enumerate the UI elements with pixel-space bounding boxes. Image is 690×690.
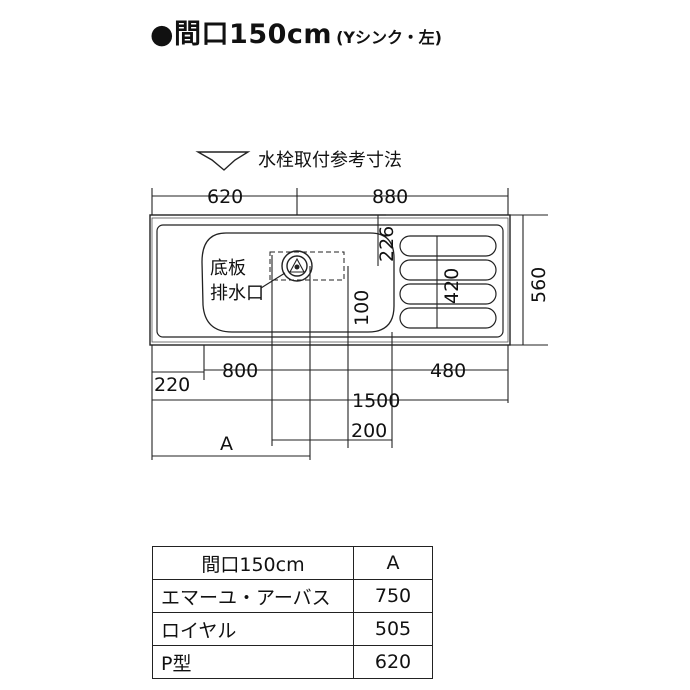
drain-label-line1: 底板	[210, 258, 246, 279]
table-header-a: A	[353, 546, 433, 580]
title-sub: (Yシンク・左)	[336, 28, 442, 47]
row-value: 750	[353, 579, 433, 613]
down-arrow-icon	[195, 151, 251, 171]
row-name: P型	[152, 645, 354, 679]
drain-label-line2: 排水口	[210, 283, 264, 304]
title-main: ●間口150cm	[150, 19, 333, 50]
dim-a-row: A	[152, 433, 310, 457]
row-value: 505	[353, 612, 433, 646]
dim-480: 480	[430, 360, 466, 382]
table-row: P型 620	[152, 645, 433, 679]
dim-200: 200	[351, 420, 387, 442]
spec-table: 間口150cm A エマーユ・アーバス 750 ロイヤル 505 P型 620	[152, 546, 433, 679]
faucet-reference-note: 水栓取付参考寸法	[195, 150, 402, 171]
dim-620: 620	[207, 186, 243, 208]
row-name: ロイヤル	[152, 612, 354, 646]
table-header-width: 間口150cm	[152, 546, 354, 580]
dim-420-group: 420	[436, 236, 463, 328]
dim-220: 220	[154, 374, 190, 396]
dim-200-row: 200	[272, 420, 392, 442]
table-row: ロイヤル 505	[152, 612, 433, 646]
table-header-row: 間口150cm A	[152, 546, 433, 580]
dim-226: 226	[376, 226, 398, 262]
sink-body: 底板 排水口	[149, 214, 511, 346]
page-title: ●間口150cm(Yシンク・左)	[150, 12, 442, 51]
dim-a: A	[220, 433, 233, 455]
dim-880: 880	[372, 186, 408, 208]
top-dimension: 620 880	[151, 186, 509, 248]
dim-226-group: 226	[370, 214, 398, 266]
dim-100-group: 100	[347, 266, 373, 448]
dim-800: 800	[222, 360, 258, 382]
faucet-mount-area	[269, 251, 345, 281]
drain-icon	[281, 250, 313, 282]
dim-560-group: 560	[510, 214, 550, 346]
faucet-reference-label: 水栓取付参考寸法	[258, 150, 402, 171]
row-value: 620	[353, 645, 433, 679]
dim-560: 560	[528, 267, 550, 303]
dim-800-480-row: 800 480	[204, 360, 508, 382]
dim-1500: 1500	[352, 390, 400, 412]
dim-100: 100	[351, 290, 373, 326]
drainboard-ribs	[399, 235, 497, 329]
row-name: エマーユ・アーバス	[152, 579, 354, 613]
dim-420: 420	[441, 268, 463, 304]
dim-1500-row: 1500	[152, 390, 508, 412]
table-row: エマーユ・アーバス 750	[152, 579, 433, 613]
dim-220-row: 220	[152, 371, 204, 396]
